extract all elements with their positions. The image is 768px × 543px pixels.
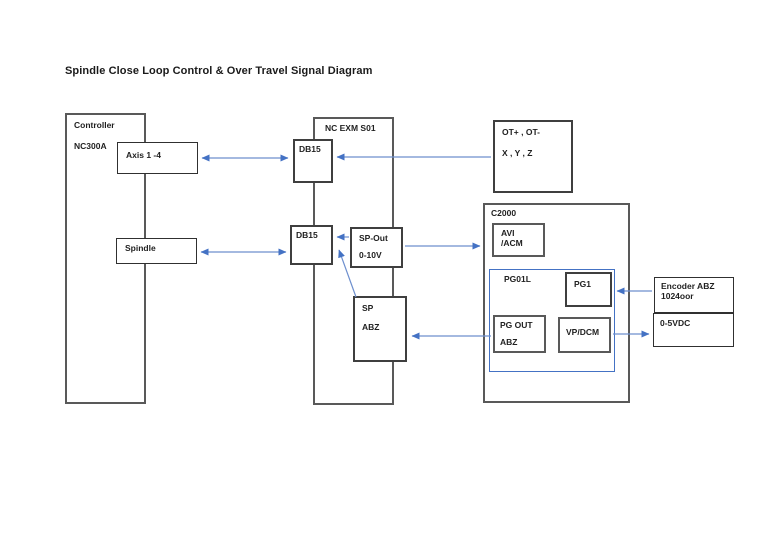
sp-abz-label: ABZ [362,321,380,332]
nc-exm-label: NC EXM S01 [325,123,376,133]
controller-model-label: NC300A [74,140,107,151]
node-pg-out: PG OUT ABZ [493,315,546,353]
avi-label: AVI [501,228,515,238]
node-vp-dcm: VP/DCM [558,317,611,353]
node-sp-out: SP-Out 0-10V [350,227,403,268]
node-sp-abz: SP ABZ [353,296,407,362]
diagram-title: Spindle Close Loop Control & Over Travel… [65,65,373,77]
ot-signals-label: OT+ , OT- [502,127,541,137]
vdc-label: 0-5VDC [660,318,691,328]
vp-dcm-label: VP/DCM [566,327,600,337]
pg-out-label: PG OUT [500,320,533,330]
node-pg1: PG1 [565,272,612,307]
node-over-travel: OT+ , OT- X , Y , Z [493,120,573,193]
sp-out-label: SP-Out [359,233,388,243]
node-encoder: Encoder ABZ 1024oor [654,277,734,313]
sp-out-voltage-label: 0-10V [359,249,382,260]
spindle-label: Spindle [125,243,156,253]
node-avi-acm: AVI /ACM [492,223,545,257]
node-db15-bottom: DB15 [290,225,333,265]
db15-top-label: DB15 [299,144,321,154]
c2000-label: C2000 [491,208,517,218]
pg1-label: PG1 [574,279,592,289]
node-db15-top: DB15 [293,139,333,183]
sp-label: SP [362,303,374,313]
db15-bottom-label: DB15 [296,230,318,240]
encoder-resolution-label: 1024oor [661,290,694,301]
node-0-5vdc: 0-5VDC [653,313,734,347]
axis-label: Axis 1 -4 [126,150,161,160]
node-axis-1-4: Axis 1 -4 [117,142,198,174]
acm-label: /ACM [501,237,523,248]
controller-label: Controller [74,120,115,130]
pg-out-abz-label: ABZ [500,336,518,347]
node-spindle: Spindle [116,238,197,264]
ot-axes-label: X , Y , Z [502,147,533,158]
encoder-label: Encoder ABZ [661,281,715,291]
pg01l-label: PG01L [504,274,531,284]
